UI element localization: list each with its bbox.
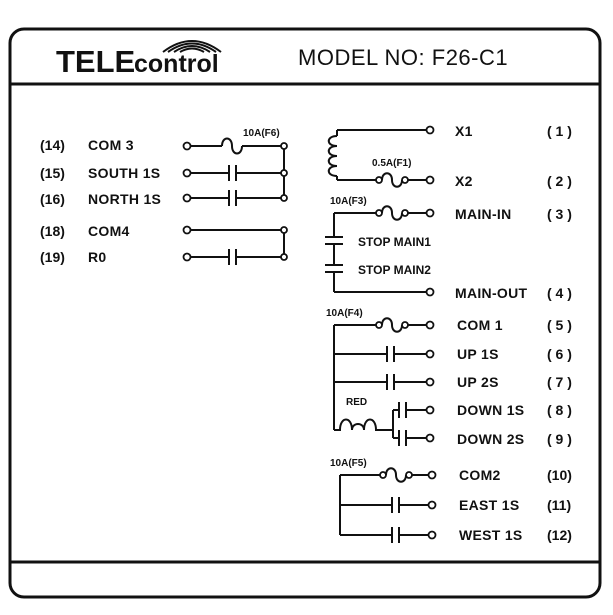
terminal-12 — [427, 530, 437, 540]
right-num-8: ( 8 ) — [547, 402, 572, 418]
left-label-com4: COM4 — [88, 223, 130, 239]
east-west-circuit: 10A(F5) — [330, 458, 437, 543]
left-label-south1s: SOUTH 1S — [88, 165, 160, 181]
logo-arc-3 — [173, 45, 211, 53]
right-num-3: ( 3 ) — [547, 206, 572, 222]
fuse-f5-label: 10A(F5) — [330, 458, 367, 469]
red-jumper-symbol — [334, 418, 393, 431]
logo-arc-2 — [167, 42, 217, 53]
left-circuit: 10A(F6) — [182, 128, 288, 265]
right-label-east1s: EAST 1S — [459, 497, 519, 513]
terminal-5 — [425, 320, 435, 330]
fuse-f4-symbol — [381, 317, 403, 333]
terminal-15 — [182, 168, 192, 178]
terminal-18 — [182, 225, 192, 235]
left-num-14: (14) — [40, 137, 65, 153]
right-num-7: ( 7 ) — [547, 374, 572, 390]
right-num-9: ( 9 ) — [547, 431, 572, 447]
right-label-up2s: UP 2S — [457, 374, 499, 390]
fuse-f6-label: 10A(F6) — [243, 128, 280, 139]
stop-main2-label: STOP MAIN2 — [358, 263, 431, 277]
logo-tele-text: TELE — [56, 44, 135, 79]
node — [401, 209, 409, 217]
right-labels: X1 ( 1 ) X2 ( 2 ) MAIN-IN ( 3 ) MAIN-OUT… — [455, 123, 572, 543]
right-num-11: (11) — [547, 497, 571, 513]
fuse-f3-symbol — [381, 205, 403, 221]
fuse-f4-label: 10A(F4) — [326, 308, 363, 319]
left-num-15: (15) — [40, 165, 65, 181]
fuse-f5-symbol — [385, 467, 407, 483]
right-label-x2: X2 — [455, 173, 473, 189]
terminal-4 — [425, 287, 435, 297]
right-label-west1s: WEST 1S — [459, 527, 523, 543]
node — [280, 226, 288, 234]
left-num-19: (19) — [40, 249, 65, 265]
transformer-circuit: 0.5A(F1) — [327, 125, 435, 188]
left-label-com3: COM 3 — [88, 137, 134, 153]
logo-arc-4 — [179, 47, 205, 53]
right-num-2: ( 2 ) — [547, 173, 572, 189]
right-label-x1: X1 — [455, 123, 473, 139]
terminal-2 — [425, 175, 435, 185]
node — [405, 471, 413, 479]
terminal-7 — [425, 377, 435, 387]
left-label-north1s: NORTH 1S — [88, 191, 161, 207]
right-label-com1: COM 1 — [457, 317, 503, 333]
node — [280, 142, 288, 150]
terminal-16 — [182, 193, 192, 203]
terminal-1 — [425, 125, 435, 135]
model-number: MODEL NO: F26-C1 — [298, 45, 508, 70]
fuse-f1-symbol — [381, 172, 403, 188]
right-label-down1s: DOWN 1S — [457, 402, 524, 418]
logo-arc-1 — [162, 40, 222, 53]
left-label-r0: R0 — [88, 249, 107, 265]
main-circuit: 10A(F3) STOP MAIN1 STOP MAIN2 — [325, 196, 435, 297]
left-num-16: (16) — [40, 191, 65, 207]
right-num-10: (10) — [547, 467, 572, 483]
right-num-5: ( 5 ) — [547, 317, 572, 333]
right-num-6: ( 6 ) — [547, 346, 572, 362]
fuse-f3-label: 10A(F3) — [330, 196, 367, 207]
right-label-main-in: MAIN-IN — [455, 206, 512, 222]
right-label-down2s: DOWN 2S — [457, 431, 524, 447]
panel-border — [8, 27, 602, 599]
fuse-f6-symbol — [221, 137, 243, 155]
red-label: RED — [346, 397, 367, 408]
up-down-circuit: 10A(F4) RED — [326, 308, 435, 446]
terminal-19 — [182, 252, 192, 262]
telecontrol-logo: TELE control — [56, 40, 222, 79]
node — [401, 176, 409, 184]
terminal-10 — [427, 470, 437, 480]
node — [401, 321, 409, 329]
logo-control-text: control — [134, 50, 219, 78]
node — [280, 194, 288, 202]
terminal-6 — [425, 349, 435, 359]
right-label-up1s: UP 1S — [457, 346, 499, 362]
terminal-11 — [427, 500, 437, 510]
right-label-com2: COM2 — [459, 467, 501, 483]
terminal-3 — [425, 208, 435, 218]
fuse-f1-label: 0.5A(F1) — [372, 158, 411, 169]
node — [280, 169, 288, 177]
right-num-4: ( 4 ) — [547, 285, 572, 301]
left-terminals: (14) COM 3 (15) SOUTH 1S (16) NORTH 1S (… — [40, 137, 161, 265]
node — [280, 253, 288, 261]
left-num-18: (18) — [40, 223, 65, 239]
stop-main1-label: STOP MAIN1 — [358, 235, 431, 249]
right-num-12: (12) — [547, 527, 572, 543]
terminal-14 — [182, 141, 192, 151]
right-label-main-out: MAIN-OUT — [455, 285, 528, 301]
right-num-1: ( 1 ) — [547, 123, 572, 139]
coil-symbol — [327, 135, 338, 177]
terminal-9 — [425, 433, 435, 443]
terminal-8 — [425, 405, 435, 415]
